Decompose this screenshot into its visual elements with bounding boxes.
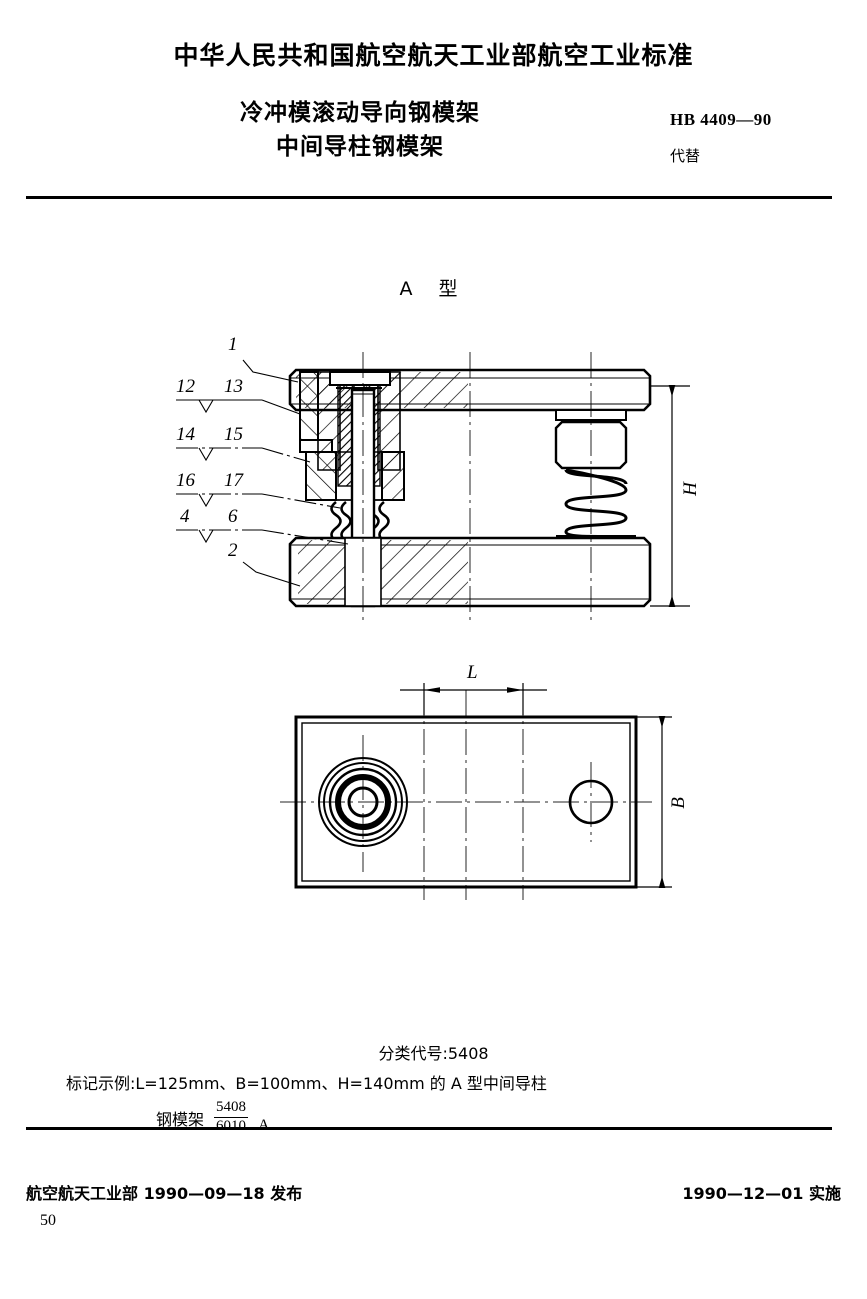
part-label-13: 13 bbox=[224, 376, 243, 397]
fraction-bar bbox=[214, 1116, 249, 1119]
section-view bbox=[176, 352, 690, 622]
dimension-l bbox=[400, 683, 547, 715]
part-label-1: 1 bbox=[228, 334, 238, 355]
notes-divider-rule bbox=[26, 1127, 832, 1130]
part-label-12: 12 bbox=[176, 376, 195, 397]
plan-centerlines bbox=[280, 690, 652, 900]
page-number: 50 bbox=[40, 1212, 56, 1229]
dimension-label-l: L bbox=[467, 662, 478, 683]
standard-title-line-1: 冷冲模滚动导向钢模架 bbox=[240, 100, 480, 126]
marking-numerator: 5408 bbox=[216, 1099, 247, 1115]
standard-title-line-2: 中间导柱钢模架 bbox=[276, 134, 444, 160]
leader-lines bbox=[176, 359, 349, 587]
part-label-6: 6 bbox=[228, 506, 238, 527]
marking-designation: 钢模架 5408 6010 A bbox=[156, 1099, 270, 1135]
part-label-17: 17 bbox=[224, 470, 243, 491]
marking-denominator: 6010 bbox=[214, 1118, 248, 1135]
header-divider-rule bbox=[26, 196, 832, 199]
footer-effective-date: 1990—12—01 实施 bbox=[682, 1184, 841, 1203]
part-label-2: 2 bbox=[228, 540, 238, 561]
marking-suffix: A bbox=[258, 1117, 270, 1134]
plan-view bbox=[280, 683, 672, 900]
standard-title: 冷冲模滚动导向钢模架 中间导柱钢模架 bbox=[150, 96, 570, 164]
right-guide-pillar-spring bbox=[554, 409, 636, 540]
ministry-title: 中华人民共和国航空航天工业部航空工业标准 bbox=[173, 41, 694, 70]
dimension-h bbox=[650, 384, 690, 608]
replaces-label: 代替 bbox=[670, 147, 701, 165]
helical-spring bbox=[564, 468, 628, 540]
marking-example: 标记示例:L=125mm、B=100mm、H=140mm 的 A 型中间导柱 bbox=[66, 1074, 547, 1093]
part-label-15: 15 bbox=[224, 424, 243, 445]
dimension-label-h: H bbox=[679, 482, 701, 496]
part-label-14: 14 bbox=[176, 424, 195, 445]
marking-fraction: 5408 6010 bbox=[214, 1099, 249, 1135]
guide-bush-assembly bbox=[299, 371, 405, 554]
part-label-16: 16 bbox=[176, 470, 195, 491]
dimension-b bbox=[636, 715, 672, 889]
view-caption: A 型 bbox=[399, 278, 468, 300]
standard-number: HB 4409—90 bbox=[670, 110, 772, 129]
classification-code: 分类代号:5408 bbox=[378, 1044, 489, 1063]
dimension-label-b: B bbox=[667, 797, 689, 809]
marking-product-name: 钢模架 bbox=[156, 1109, 205, 1129]
footer-issued-by: 航空航天工业部 1990—09—18 发布 bbox=[26, 1184, 303, 1203]
section-centerlines bbox=[362, 352, 592, 622]
part-label-4: 4 bbox=[180, 506, 190, 527]
